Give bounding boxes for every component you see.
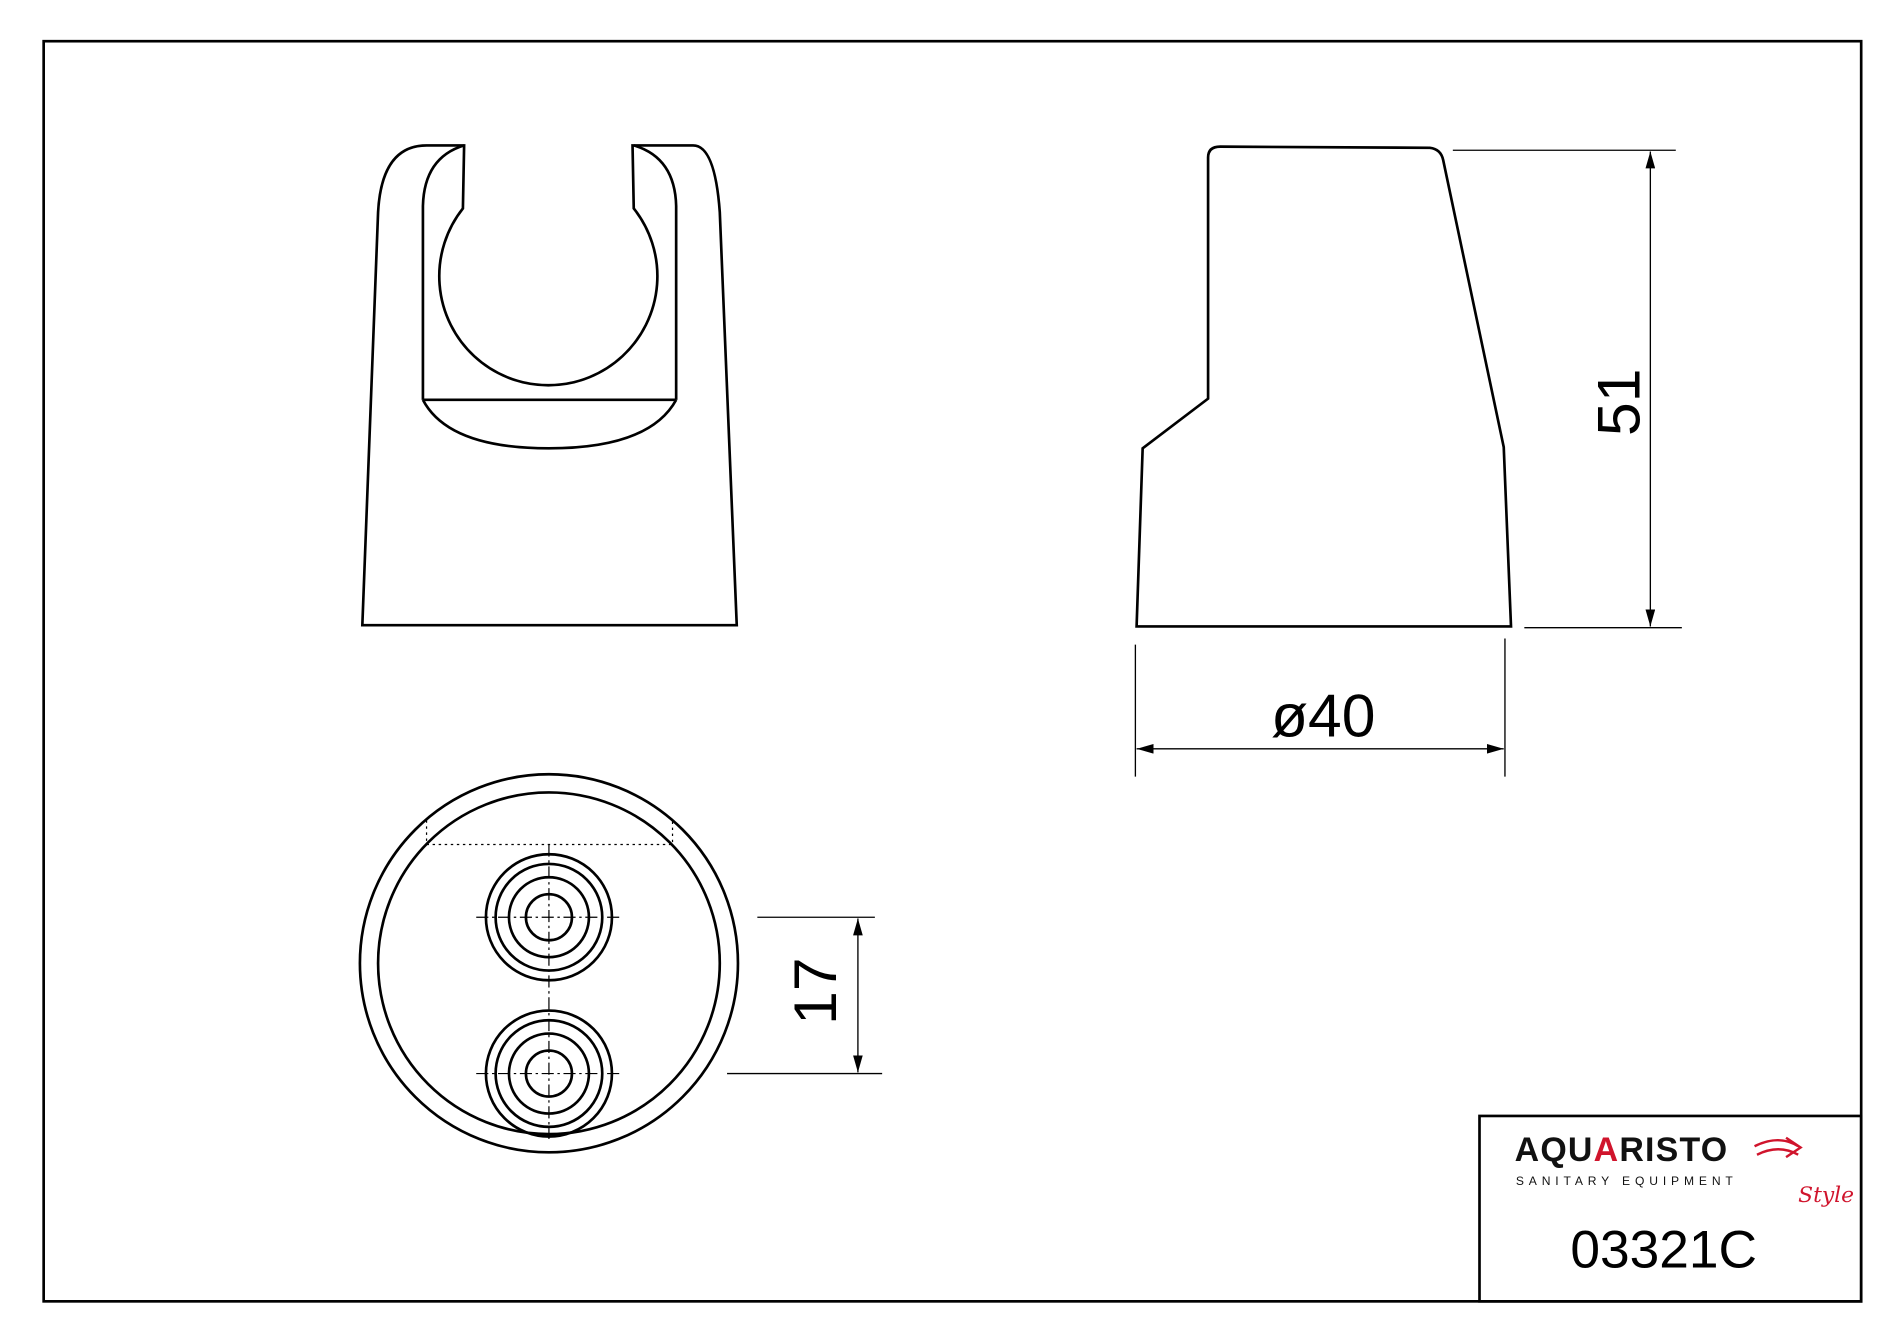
title-block: AQUARISTO SANITARY EQUIPMENT Style 03321… [1478, 1114, 1863, 1303]
height-value: 51 [1584, 369, 1652, 436]
diameter-value: ø40 [1271, 682, 1375, 750]
diameter-dimension: ø40 [1134, 638, 1506, 777]
brand-tagline: SANITARY EQUIPMENT [1516, 1174, 1738, 1188]
brand-style-word: Style [1798, 1183, 1854, 1208]
brand-arrow-icon [1754, 1136, 1803, 1159]
mount-hole-top [476, 852, 622, 982]
brand-name: AQUARISTO [1515, 1131, 1729, 1169]
bottom-view [358, 772, 740, 1154]
hole-spacing-value: 17 [781, 957, 849, 1024]
part-number: 03321C [1570, 1220, 1757, 1279]
side-view [1135, 145, 1513, 628]
hole-spacing-dimension: 17 [727, 916, 883, 1075]
drawing-frame [42, 39, 1863, 1303]
brand-logo: AQUARISTO SANITARY EQUIPMENT Style [1515, 1131, 1854, 1208]
front-view [360, 144, 739, 627]
height-dimension: 51 [1452, 149, 1682, 629]
